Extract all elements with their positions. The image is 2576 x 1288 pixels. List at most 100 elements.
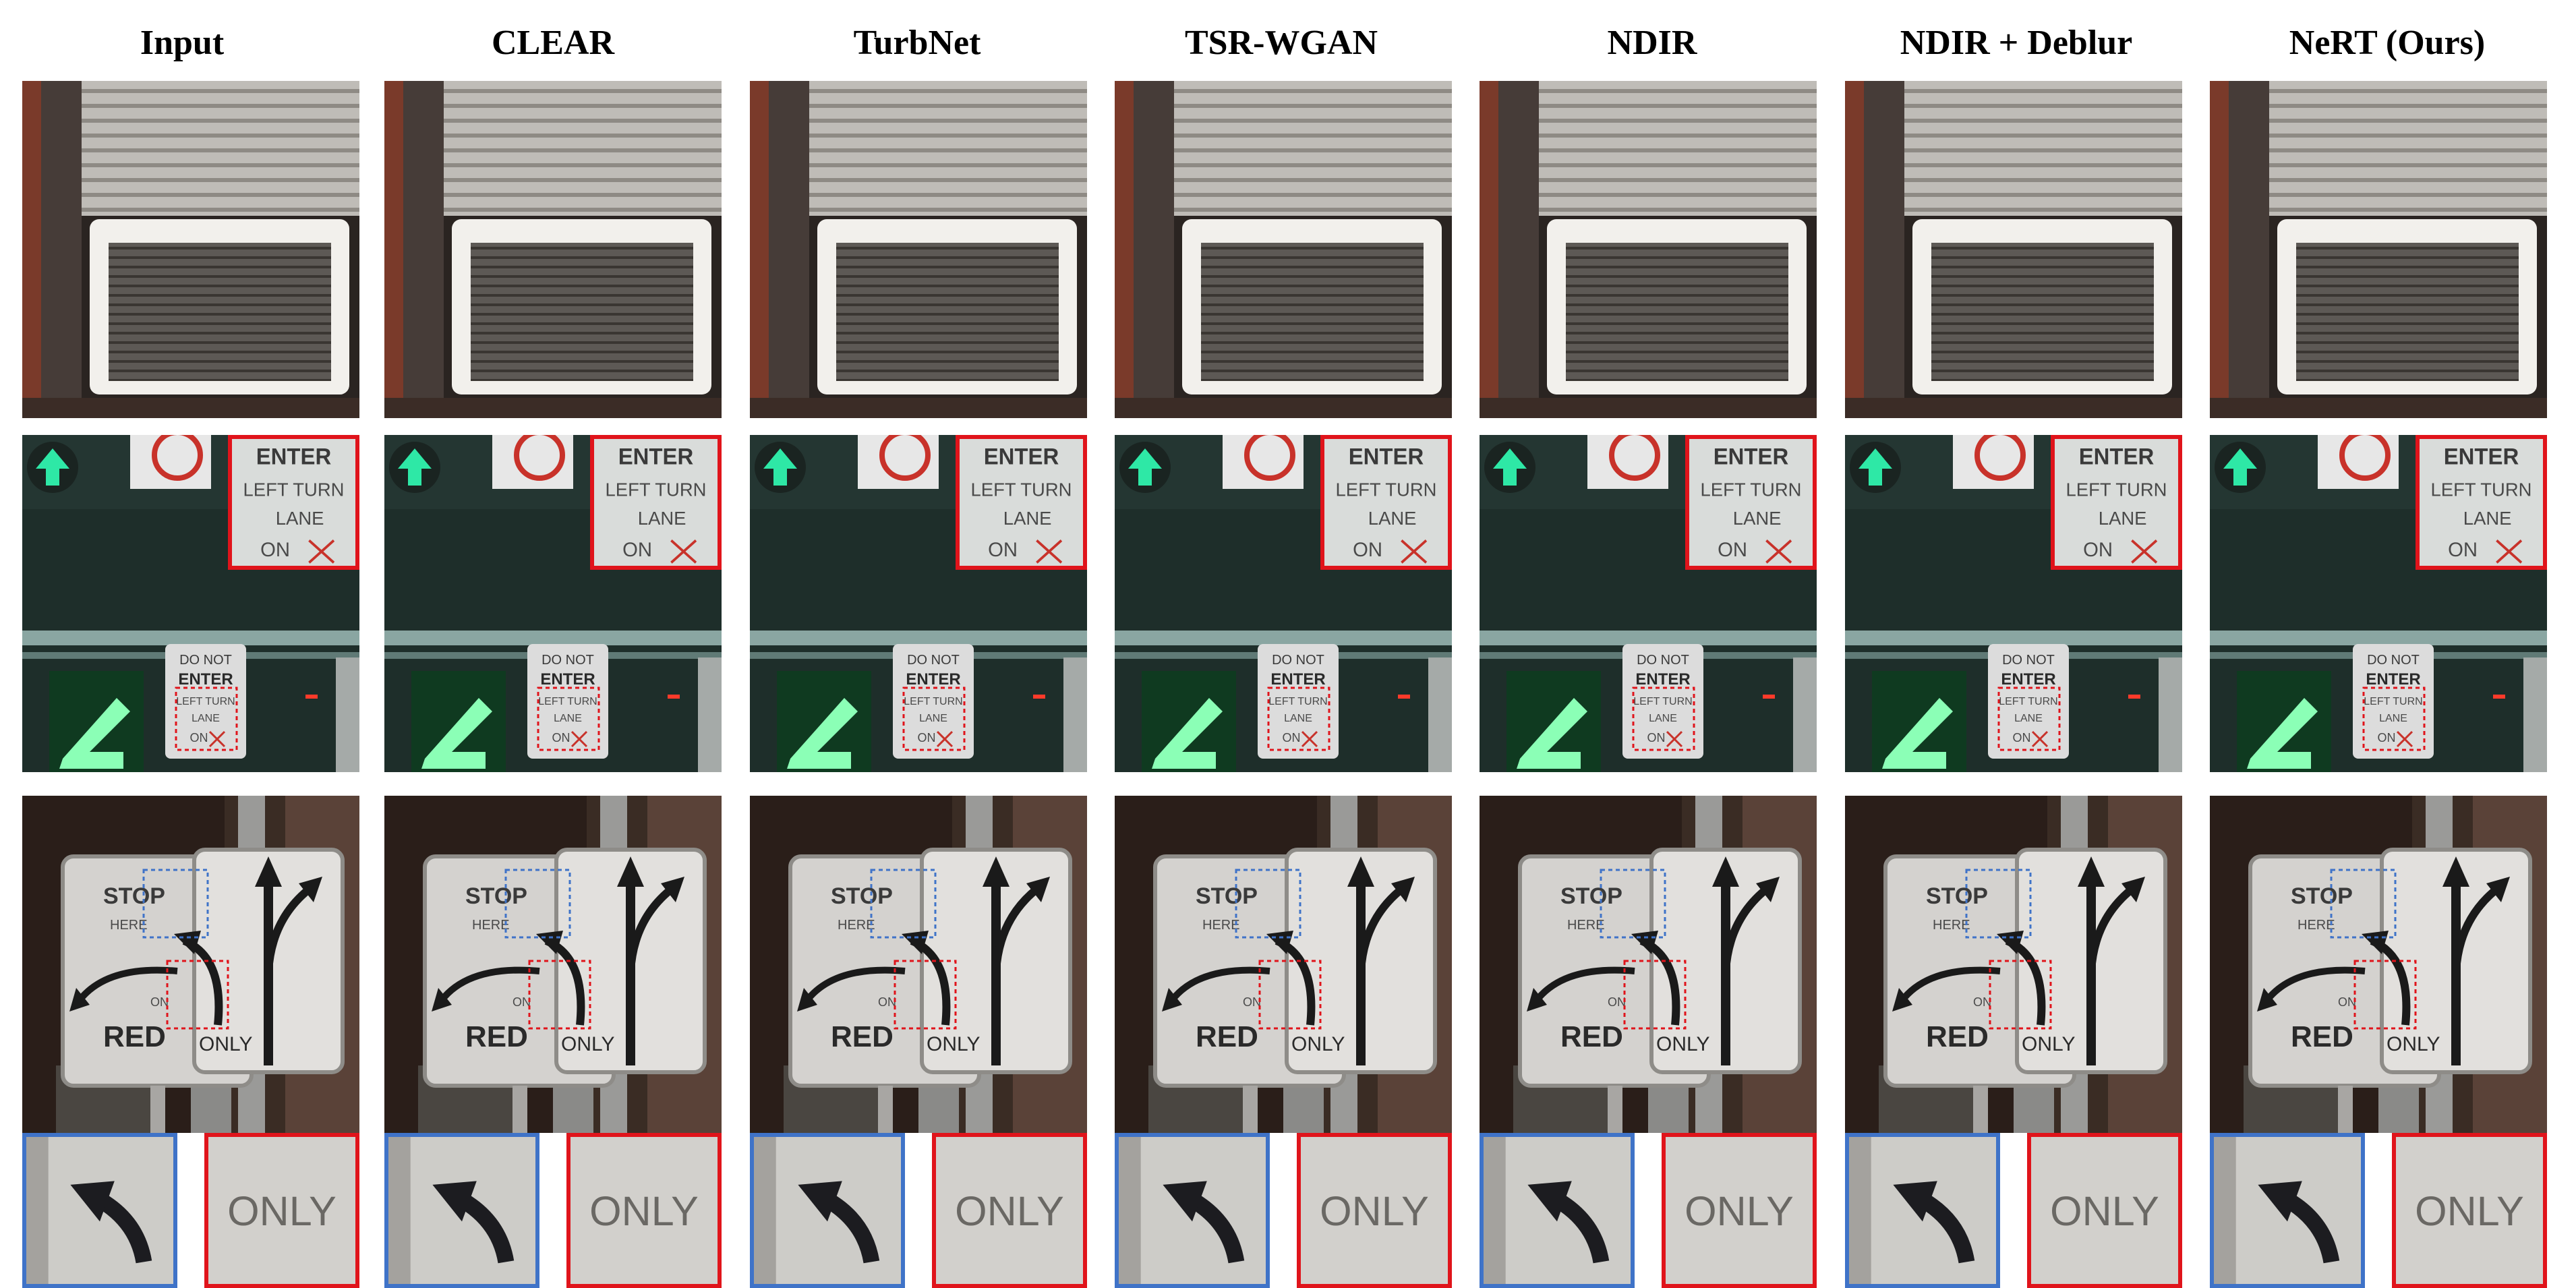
col-title-tsr-wgan: TSR-WGAN (1184, 24, 1378, 62)
sign-text: HERE (1202, 918, 1240, 933)
zoom-arrow (2214, 1137, 2361, 1284)
sign-text: ON (1718, 539, 1747, 561)
zoom-inset-red-col-ndir: ONLY (1662, 1133, 1817, 1288)
sign-text: LEFT TURN (1268, 696, 1327, 707)
sign-text: ON (2338, 995, 2356, 1009)
sign-text: LANE (1733, 508, 1782, 529)
sign-text: ON (2083, 539, 2113, 561)
sign-text: ENTER (256, 444, 332, 469)
sign-text: STOP (103, 883, 165, 909)
sign-text: STOP (1196, 883, 1258, 909)
col-title-turbnet: TurbNet (853, 24, 981, 62)
sign-text: HERE (2297, 918, 2335, 933)
sign-text: LANE (638, 508, 686, 529)
sign-text: DO NOT (2002, 653, 2055, 668)
ac-unit-image (1845, 81, 2182, 418)
lane-signs-panel-col-clear: STOP HERE ON RED ONLY (384, 796, 722, 1133)
sign-text: RED (103, 1020, 166, 1053)
lane-signs-panel-col-tsr-wgan: STOP HERE ON RED ONLY (1115, 796, 1452, 1133)
lane-signs-panel-col-ndir-deblur: STOP HERE ON RED ONLY (1845, 796, 2182, 1133)
sign-text: RED (1926, 1020, 1989, 1053)
sign-text: ON (1973, 995, 1991, 1009)
col-title-ndir-deblur: NDIR + Deblur (1900, 24, 2133, 62)
sign-text: LEFT TURN (538, 696, 597, 707)
sign-text: LEFT TURN (606, 479, 707, 500)
traffic-signs-panel-col-ndir-deblur: DO NOT ENTER LEFT TURN LANE ON ENTER LEF… (1845, 435, 2182, 772)
sign-text: ONLY (2415, 1188, 2524, 1234)
lane-sign-image: STOP HERE ON RED ONLY (384, 796, 722, 1133)
sign-text: ON (622, 539, 652, 561)
ac-unit-image (1480, 81, 1817, 418)
sign-text: LEFT TURN (904, 696, 962, 707)
ac-unit-panel-col-tsr-wgan (1115, 81, 1452, 418)
sign-text: DO NOT (1272, 653, 1324, 668)
col-title-nert: NeRT (Ours) (2289, 24, 2486, 62)
zoom-only-text: ONLY (570, 1137, 718, 1284)
sign-text: ENTER (1349, 444, 1424, 469)
lane-sign-image: STOP HERE ON RED ONLY (22, 796, 359, 1133)
sign-text: HERE (110, 918, 148, 933)
zoom-inset-blue-col-ndir (1480, 1133, 1635, 1288)
sign-text: ONLY (1291, 1033, 1345, 1055)
ac-unit-image (750, 81, 1087, 418)
zoom-only-text: ONLY (2396, 1137, 2543, 1284)
sign-text: LANE (2463, 508, 2512, 529)
sign-text: LEFT TURN (1336, 479, 1437, 500)
ac-unit-panel-col-nert (2210, 81, 2547, 418)
zoom-only-text: ONLY (936, 1137, 1083, 1284)
sign-text: ONLY (561, 1033, 614, 1055)
sign-text: RED (2291, 1020, 2353, 1053)
sign-text: ONLY (2022, 1033, 2075, 1055)
zoom-enter-sign: ENTER LEFT TURN LANE ON (1324, 439, 1448, 566)
sign-text: ONLY (589, 1188, 699, 1234)
sign-text: STOP (2291, 883, 2353, 909)
col-title-ndir: NDIR (1607, 24, 1697, 62)
sign-text: LANE (1003, 508, 1052, 529)
sign-text: LANE (276, 508, 324, 529)
zoom-arrow (1849, 1137, 1996, 1284)
sign-text: ON (190, 731, 208, 744)
zoom-only-text: ONLY (1301, 1137, 1448, 1284)
zoom-inset-red: ENTER LEFT TURN LANE ON (1685, 435, 1817, 570)
sign-text: ONLY (2050, 1188, 2159, 1234)
sign-text: STOP (831, 883, 893, 909)
sign-text: ENTER (2366, 670, 2420, 689)
sign-text: LANE (1284, 713, 1312, 724)
zoom-inset-red: ENTER LEFT TURN LANE ON (956, 435, 1087, 570)
zoom-inset-red-col-turbnet: ONLY (932, 1133, 1087, 1288)
zoom-inset-red-col-input: ONLY (204, 1133, 359, 1288)
sign-text: ON (260, 539, 290, 561)
zoom-enter-sign: ENTER LEFT TURN LANE ON (232, 439, 355, 566)
sign-text: HERE (472, 918, 510, 933)
zoom-enter-sign: ENTER LEFT TURN LANE ON (594, 439, 718, 566)
col-title-clear: CLEAR (491, 24, 615, 62)
zoom-inset-blue-col-input (22, 1133, 177, 1288)
traffic-signs-panel-col-input: DO NOT ENTER LEFT TURN LANE ON ENTER LEF… (22, 435, 359, 772)
sign-text: RED (1560, 1020, 1623, 1053)
sign-text: HERE (838, 918, 875, 933)
sign-text: ONLY (955, 1188, 1064, 1234)
sign-text: ON (1243, 995, 1261, 1009)
zoom-only-text: ONLY (208, 1137, 355, 1284)
sign-text: ENTER (2444, 444, 2519, 469)
sign-text: ONLY (927, 1033, 980, 1055)
zoom-inset-red-col-tsr-wgan: ONLY (1297, 1133, 1452, 1288)
sign-text: LANE (1649, 713, 1677, 724)
sign-text: DO NOT (2367, 653, 2420, 668)
zoom-only-text: ONLY (2031, 1137, 2178, 1284)
sign-text: LANE (2014, 713, 2043, 724)
sign-text: ONLY (2387, 1033, 2440, 1055)
sign-text: ONLY (1656, 1033, 1709, 1055)
sign-text: DO NOT (541, 653, 594, 668)
sign-text: LANE (554, 713, 582, 724)
sign-text: ENTER (1635, 670, 1690, 689)
lane-signs-panel-col-nert: STOP HERE ON RED ONLY (2210, 796, 2547, 1133)
sign-text: DO NOT (1637, 653, 1689, 668)
column-header-row: Input CLEAR TurbNet TSR-WGAN NDIR NDIR +… (0, 0, 2576, 81)
zoom-enter-sign: ENTER LEFT TURN LANE ON (2420, 439, 2543, 566)
sign-text: HERE (1567, 918, 1605, 933)
zoom-enter-sign: ENTER LEFT TURN LANE ON (960, 439, 1083, 566)
zoom-inset-red: ENTER LEFT TURN LANE ON (2051, 435, 2182, 570)
sign-text: ON (988, 539, 1018, 561)
lane-signs-panel-col-input: STOP HERE ON RED ONLY (22, 796, 359, 1133)
